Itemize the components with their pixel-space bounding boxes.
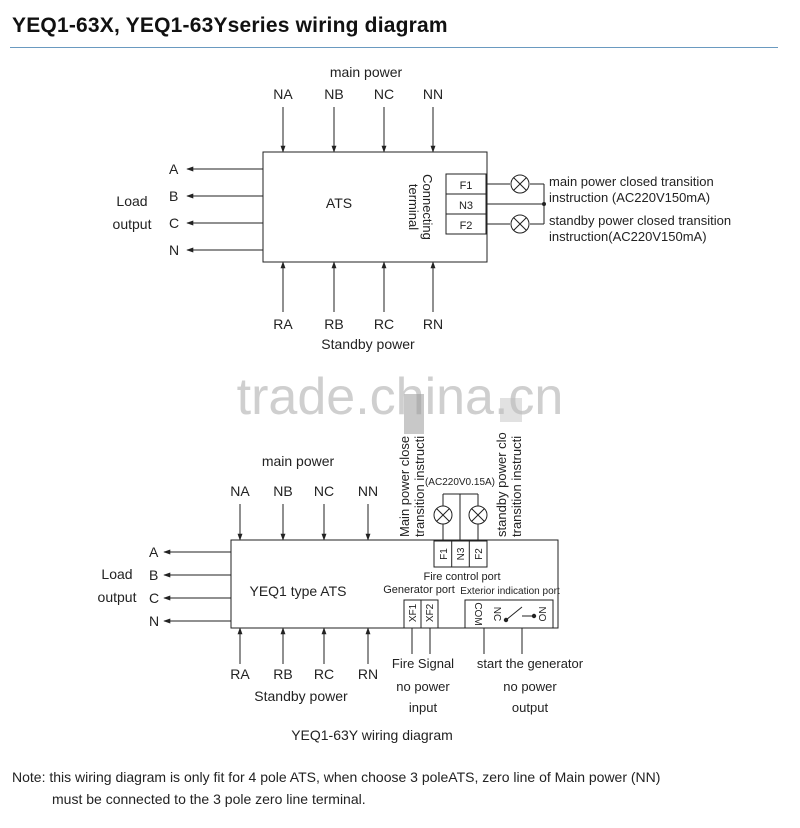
- d2-ats-box: [230, 539, 559, 629]
- d1-load-output-1: Load: [116, 193, 147, 209]
- d1-indicator-lamp-standby: [510, 214, 530, 234]
- svg-text:transition instructi: transition instructi: [509, 436, 524, 537]
- d2-fire-port-box: [433, 540, 488, 568]
- svg-text:standby power clo: standby power clo: [494, 432, 509, 537]
- d2-generator-port: Generator port: [383, 584, 455, 596]
- d2-vertical-standby-label: standby power clo transition instructi: [494, 432, 524, 537]
- d2-gen-xf1: XF1: [408, 603, 419, 622]
- note-line-2: must be connected to the 3 pole zero lin…: [52, 791, 366, 807]
- d2-fire-n3: N3: [456, 547, 467, 560]
- d2-start-generator-2: no power: [503, 679, 557, 694]
- d1-terminal-rn: RN: [423, 316, 443, 332]
- d2-ats-label: YEQ1 type ATS: [249, 583, 346, 599]
- d2-terminal-nc: NC: [314, 483, 334, 499]
- d1-terminal-nb: NB: [324, 86, 343, 102]
- d2-load-output-1: Load: [101, 566, 132, 582]
- d2-indicator-lamp-main: [433, 505, 453, 525]
- d2-ac-rating: (AC220V0.15A): [425, 477, 495, 488]
- d1-instruction-standby-1: standby power closed transition: [549, 213, 731, 228]
- d1-connecting-terminal-label: Connecting terminal: [406, 174, 435, 240]
- d2-fire-signal-3: input: [409, 700, 438, 715]
- d2-ext-no: NO: [536, 607, 547, 622]
- svg-text:Main power close: Main power close: [397, 436, 412, 537]
- d2-ext-nc: NC: [491, 607, 502, 621]
- d2-start-generator-3: output: [512, 700, 549, 715]
- d1-instruction-main-2: instruction (AC220V150mA): [549, 190, 710, 205]
- d1-load-n: N: [169, 242, 179, 258]
- d2-start-generator-1: start the generator: [477, 656, 584, 671]
- d1-port-f2: F2: [460, 220, 473, 232]
- watermark: trade.china.cn: [237, 368, 564, 426]
- diagram-1: main power NA NB NC NN ATS Connecting te…: [113, 64, 732, 352]
- title-underline: [10, 47, 778, 48]
- svg-text:Connecting: Connecting: [420, 174, 435, 240]
- d1-terminal-rc: RC: [374, 316, 394, 332]
- svg-text:transition instructi: transition instructi: [412, 436, 427, 537]
- d1-terminal-nn: NN: [423, 86, 443, 102]
- d2-terminal-nb: NB: [273, 483, 292, 499]
- d1-load-c: C: [169, 215, 179, 231]
- d1-main-power-label: main power: [330, 64, 403, 80]
- d1-port-f1: F1: [460, 180, 473, 192]
- d1-terminal-nc: NC: [374, 86, 394, 102]
- d2-load-b: B: [149, 567, 158, 583]
- d1-terminal-rb: RB: [324, 316, 343, 332]
- watermark-smudge-left: [404, 394, 424, 434]
- d2-main-power-label: main power: [262, 453, 335, 469]
- d2-fire-f1: F1: [439, 548, 450, 560]
- d2-load-output-2: output: [98, 589, 137, 605]
- watermark-smudge-right: [500, 398, 522, 422]
- d1-load-output-2: output: [113, 216, 152, 232]
- d2-relay-switch: [505, 606, 523, 621]
- d2-fire-control-port: Fire control port: [423, 571, 500, 583]
- d2-ext-com: COM: [472, 602, 483, 625]
- d2-terminal-nn: NN: [358, 483, 378, 499]
- d2-load-n: N: [149, 613, 159, 629]
- d2-indicator-lamp-standby: [468, 505, 488, 525]
- d1-port-n3: N3: [459, 200, 473, 212]
- d2-terminal-rb: RB: [273, 666, 292, 682]
- d1-terminal-na: NA: [273, 86, 293, 102]
- d2-fire-signal-1: Fire Signal: [392, 656, 454, 671]
- d2-gen-xf2: XF2: [425, 603, 436, 622]
- d2-load-c: C: [149, 590, 159, 606]
- d1-indicator-lamp-main: [510, 174, 530, 194]
- d2-standby-power-label: Standby power: [254, 688, 348, 704]
- d2-vertical-main-label: Main power close transition instructi: [397, 436, 427, 537]
- page-title: YEQ1-63X, YEQ1-63Yseries wiring diagram: [12, 14, 448, 37]
- d2-terminal-na: NA: [230, 483, 250, 499]
- d1-ats-box: [262, 151, 488, 263]
- d1-load-b: B: [169, 188, 178, 204]
- diagram-2: main power NA NB NC NN YEQ1 type ATS A B…: [98, 432, 584, 743]
- d2-caption: YEQ1-63Y wiring diagram: [291, 727, 453, 743]
- svg-text:terminal: terminal: [406, 184, 421, 230]
- d2-exterior-indication-port: Exterior indication port: [460, 586, 560, 597]
- d1-instruction-main-1: main power closed transition: [549, 174, 714, 189]
- d2-terminal-rc: RC: [314, 666, 334, 682]
- d2-exterior-port-box: [464, 599, 554, 629]
- d1-load-a: A: [169, 161, 179, 177]
- note-text: Note: this wiring diagram is only fit fo…: [12, 766, 794, 810]
- d1-instruction-standby-2: instruction(AC220V150mA): [549, 229, 707, 244]
- d2-terminal-ra: RA: [230, 666, 250, 682]
- d1-standby-power-label: Standby power: [321, 336, 415, 352]
- d2-fire-f2: F2: [474, 548, 485, 560]
- d2-load-a: A: [149, 544, 159, 560]
- d1-terminal-ra: RA: [273, 316, 293, 332]
- d2-fire-signal-2: no power: [396, 679, 450, 694]
- note-line-1: Note: this wiring diagram is only fit fo…: [12, 769, 661, 785]
- d2-terminal-rn: RN: [358, 666, 378, 682]
- d1-ats-label: ATS: [326, 195, 352, 211]
